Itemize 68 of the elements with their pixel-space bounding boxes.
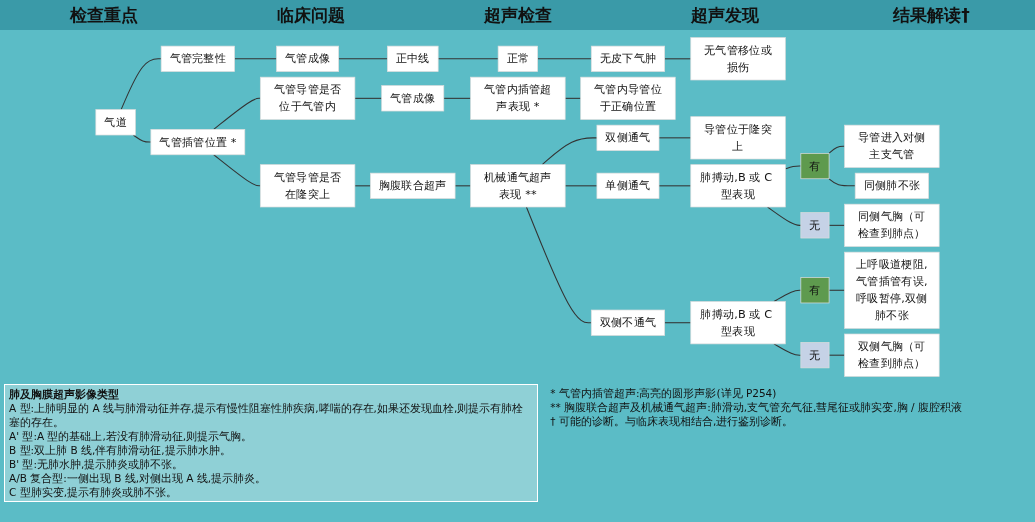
node-box: 气管导管是否在隆突上	[259, 164, 356, 208]
connector	[338, 58, 388, 60]
footnote: * 气管内插管超声:高亮的圆形声影(详见 P254)	[550, 386, 778, 400]
connector	[537, 58, 592, 60]
note-text: C 型肺实变,提示有肺炎或肺不张。	[9, 485, 178, 499]
node-box: 无	[800, 212, 830, 239]
column-header: 临床问题	[275, 4, 346, 27]
column-header: 检查重点	[68, 4, 139, 27]
connector	[354, 97, 383, 99]
connector	[784, 165, 802, 170]
column-header: 超声发现	[689, 4, 760, 27]
node-box: 气管完整性	[160, 45, 235, 72]
node-box: 正常	[497, 45, 538, 72]
connector	[443, 97, 472, 99]
node-box: 气道	[95, 109, 136, 136]
connector	[664, 322, 692, 324]
node-box: 气管内插管超声表现 *	[470, 76, 566, 120]
node-box: 气管内导管位于正确位置	[580, 76, 676, 120]
node-box: 上呼吸道梗阻,气管插管有误,呼吸暂停,双侧肺不张	[844, 251, 940, 329]
connector	[664, 58, 692, 60]
connector	[120, 58, 162, 111]
node-box: 同侧肺不张	[854, 172, 929, 199]
footnote: † 可能的诊断。与临床表现相结合,进行鉴别诊断。	[550, 414, 795, 428]
node-box: 单侧通气	[596, 172, 660, 199]
node-box: 气管成像	[381, 85, 445, 112]
note-heading: 肺及胸膜超声影像类型	[9, 387, 120, 401]
connector	[132, 134, 152, 143]
note-text: A 型:上肺明显的 A 线与肺滑动征并存,提示有慢性阻塞性肺疾病,哮喘的存在,如果还发现血栓,则提示有肺栓塞的存在。	[9, 401, 525, 429]
note-text: B' 型:无肺水肿,提示肺炎或肺不张。	[9, 457, 185, 471]
node-box: 双侧通气	[596, 124, 660, 151]
connector	[234, 58, 278, 60]
node-box: 气管导管是否位于气管内	[259, 76, 356, 120]
node-box: 同侧气胸（可检查到肺点）	[844, 203, 940, 247]
node-box: 气管插管位置 *	[150, 129, 246, 156]
connector	[213, 97, 261, 130]
connector	[525, 206, 592, 324]
column-header: 结果解读†	[892, 4, 971, 27]
node-box: 有	[800, 277, 830, 304]
node-box: 导管位于隆突上	[690, 116, 786, 160]
connector	[773, 343, 802, 356]
connector	[437, 58, 499, 60]
connector	[658, 185, 692, 187]
node-box: 导管进入对侧主支气管	[844, 124, 940, 168]
node-box: 无	[800, 342, 830, 369]
node-box: 有	[800, 153, 830, 180]
node-box: 胸腹联合超声	[370, 172, 456, 199]
connector	[828, 145, 846, 154]
connector	[541, 137, 598, 166]
node-box: 无气管移位或损伤	[690, 37, 786, 81]
node-box: 正中线	[387, 45, 439, 72]
node-box: 无皮下气肿	[590, 45, 665, 72]
column-header: 超声检查	[482, 4, 553, 27]
node-box: 双侧不通气	[590, 309, 665, 336]
connector	[213, 154, 261, 187]
connector	[564, 185, 598, 187]
node-box: 机械通气超声表现 **	[470, 164, 566, 208]
footnote: ** 胸腹联合超声及机械通气超声:肺滑动,支气管充气征,彗尾征或肺实变,胸 / 腹腔积液	[550, 400, 963, 414]
note-text: A/B 复合型:一侧出现 B 线,对侧出现 A 线,提示肺炎。	[9, 471, 268, 485]
node-box: 双侧气胸（可检查到肺点）	[844, 333, 940, 377]
connector	[767, 206, 802, 226]
connector	[828, 178, 856, 187]
connector	[773, 289, 802, 303]
node-box: 肺搏动,B 或 C 型表现	[690, 164, 786, 208]
node-box: 气管成像	[276, 45, 339, 72]
note-text: A' 型:A 型的基础上,若没有肺滑动征,则提示气胸。	[9, 429, 254, 443]
connector	[658, 137, 692, 139]
node-box: 肺搏动,B 或 C 型表现	[690, 301, 786, 345]
note-text: B 型:双上肺 B 线,伴有肺滑动征,提示肺水肿。	[9, 443, 232, 457]
